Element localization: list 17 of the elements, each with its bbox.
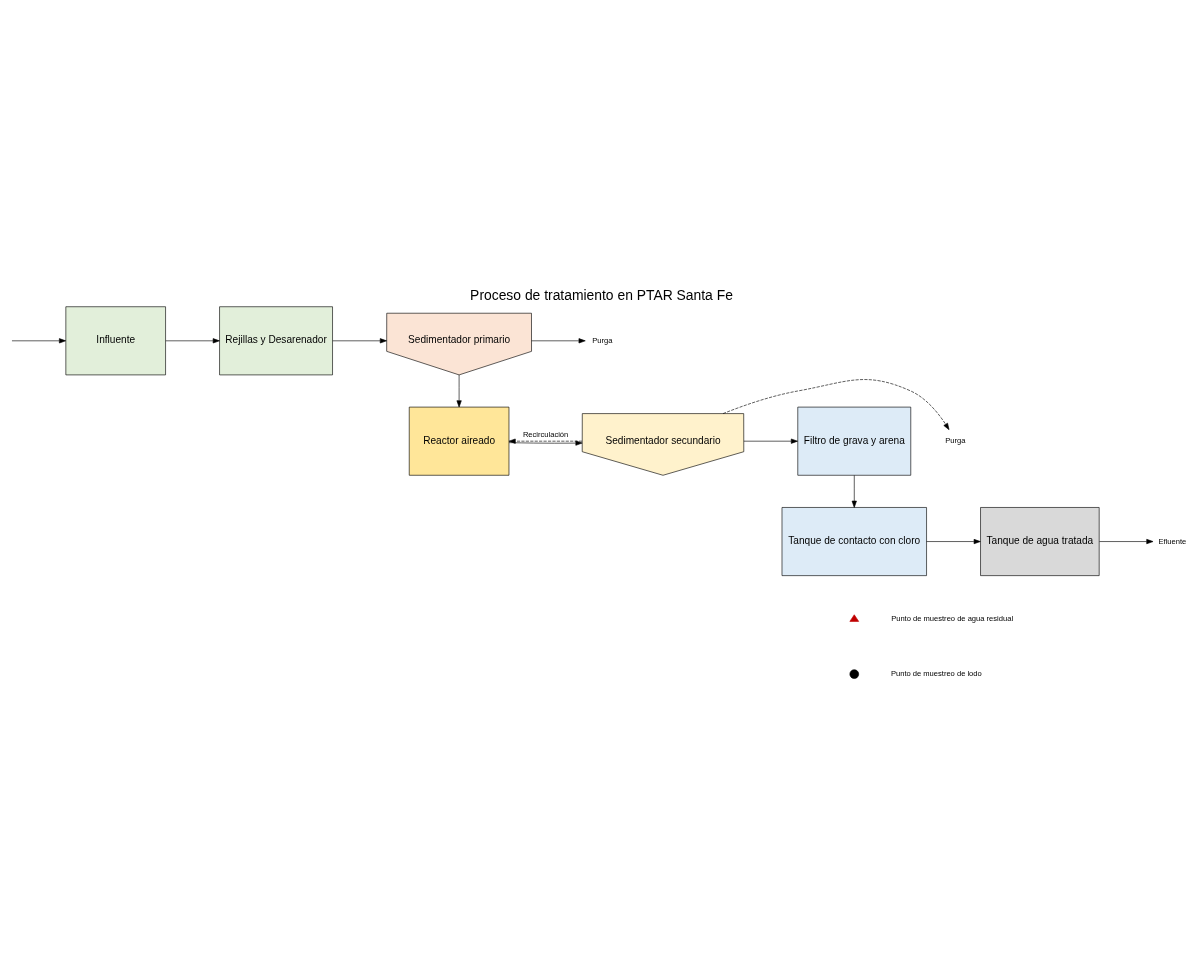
arrow: [1099, 539, 1154, 545]
arrow: [851, 475, 857, 508]
node-box: Rejillas y Desarenador: [219, 306, 333, 376]
node-box: Reactor aireado: [408, 406, 510, 476]
diagram-title: Proceso de tratamiento en PTAR Santa Fe: [470, 287, 733, 304]
arrow: [743, 438, 798, 444]
arrow: [926, 539, 981, 545]
arrow: [722, 379, 950, 430]
arrow: [11, 338, 66, 344]
arrow: [332, 338, 387, 344]
arrow: [456, 374, 462, 408]
arrow: [531, 338, 586, 344]
node-box: Filtro de grava y arena: [797, 406, 912, 476]
node-box: Tanque de agua tratada: [980, 507, 1100, 576]
arrow: [165, 338, 220, 344]
node-box: Tanque de contacto con cloro: [781, 507, 927, 576]
node-box: Influente: [65, 306, 166, 376]
